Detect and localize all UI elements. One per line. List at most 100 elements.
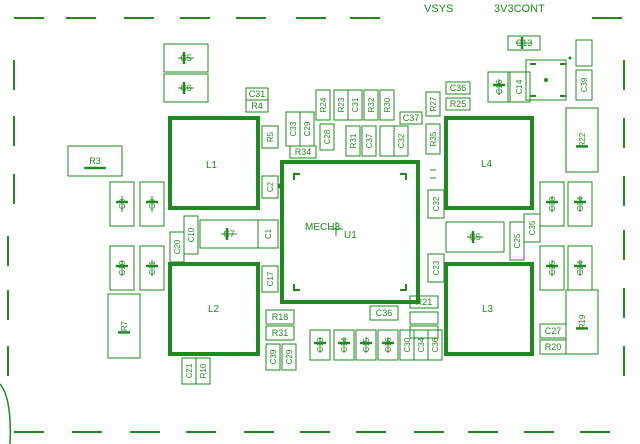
inductor-l4-label: L4 [481, 159, 493, 170]
capacitor-c7-10: C7 [199, 219, 259, 249]
capacitor-label: C6 [180, 83, 192, 93]
capacitor-c29-22: C29 [281, 343, 297, 371]
capacitor-label: C25 [513, 233, 522, 248]
capacitor-label: C34 [417, 337, 426, 352]
resistor-label: R10 [199, 363, 208, 378]
inductor-l1: L1 [168, 116, 260, 210]
capacitor-label: C32 [432, 196, 441, 211]
inductor-l3-label: L3 [482, 304, 494, 315]
resistor-r25-40: R25 [445, 97, 471, 111]
capacitor-c36-39: C36 [445, 81, 471, 95]
capacitor-c37-36: C37 [399, 111, 423, 125]
capacitor-c29-24: C29 [299, 111, 315, 147]
resistor-label: R23 [337, 97, 346, 112]
capacitor-label: C27 [545, 326, 562, 336]
capacitor-c17-16: C17 [261, 265, 279, 293]
capacitor-c33-23: C33 [285, 111, 301, 147]
capacitor-c21-19: C21 [181, 357, 197, 385]
resistor-r7-9: R7 [107, 293, 141, 359]
resistor-label: R24 [319, 97, 328, 112]
inductor-l4: L4 [444, 116, 534, 210]
capacitor-label: C29 [303, 121, 312, 136]
capacitor-label: C11 [148, 260, 157, 275]
resistor-r18-17: R18 [265, 309, 295, 325]
capacitor-c36-57: C36 [369, 305, 399, 321]
capacitor-c23-55: C23 [427, 253, 445, 283]
capacitor-c31-29: C31 [347, 89, 363, 121]
capacitor-c10-12: C10 [183, 215, 199, 255]
resistor-label: R4 [251, 101, 263, 111]
resistor-r30-31: R30 [379, 89, 395, 121]
resistor-label: R34 [295, 147, 312, 157]
capacitor-c37-33: C37 [361, 125, 377, 157]
capacitor-label: C7 [223, 229, 235, 239]
capacitor-label: C39 [269, 349, 278, 364]
capacitor-label: C33 [289, 121, 298, 136]
capacitor-c31-1: C31 [245, 87, 269, 101]
board-corner-arc [0, 383, 12, 444]
capacitor-label: C10 [118, 260, 127, 275]
resistor-r32-30: R32 [363, 89, 379, 121]
capacitor-label: C32 [397, 133, 406, 148]
capacitor-c24-50: C24 [567, 245, 593, 291]
capacitor-c35-52: C35 [523, 213, 541, 243]
capacitor-label: C2 [266, 181, 275, 192]
capacitor-label: C37 [403, 113, 420, 123]
capacitor-c15-65: C15 [355, 329, 377, 361]
resistor-label: R19 [578, 314, 587, 329]
resistor-label: R27 [429, 96, 438, 111]
resistor--42 [575, 39, 593, 67]
capacitor-c36-69: C36 [427, 329, 443, 361]
capacitor-label: C5 [469, 232, 481, 242]
resistor-r10-20: R10 [195, 357, 211, 385]
resistor-r4-0: R4 [245, 99, 269, 113]
capacitor-c16-66: C16 [377, 329, 399, 361]
capacitor-label: C28 [323, 129, 332, 144]
capacitor-label: C31 [249, 89, 266, 99]
capacitor-label: C36 [450, 83, 467, 93]
capacitor-c25-51: C25 [509, 221, 525, 261]
capacitor-c8-5: C8 [109, 181, 135, 227]
capacitor-c34-48: C34 [567, 181, 593, 227]
capacitor-c32-35: C32 [393, 125, 409, 157]
resistor-label: R22 [578, 132, 587, 147]
regulator-3v3cont [525, 56, 572, 101]
capacitor-label: C16 [384, 337, 393, 352]
mech3-label: MECH3 [305, 222, 340, 233]
capacitor-label: C39 [580, 77, 589, 92]
capacitor-label: C17 [266, 271, 275, 286]
inductor-l2: L2 [168, 262, 260, 356]
capacitor-label: C9 [148, 198, 157, 209]
resistor-label: R5 [266, 131, 275, 142]
resistor-r34-25: R34 [289, 145, 317, 159]
capacitor-c39-21: C39 [265, 343, 281, 371]
resistor-label: R7 [120, 320, 129, 331]
net-label-vsys: VSYS [424, 3, 453, 15]
capacitor-c6-4: C6 [163, 73, 209, 103]
resistor-r23-28: R23 [333, 89, 349, 121]
capacitor-label: C35 [528, 220, 537, 235]
capacitor-label: C16 [495, 79, 504, 94]
capacitor-c14-44: C14 [507, 71, 531, 103]
resistor-label: R35 [429, 131, 438, 146]
capacitor-label: C14 [340, 337, 349, 352]
capacitor-label: C31 [351, 97, 360, 112]
capacitor-c5-3: C5 [163, 43, 209, 73]
inductor-l2-label: L2 [208, 304, 220, 315]
resistor-label: R20 [545, 342, 562, 352]
resistor-label: R3 [89, 156, 101, 166]
resistor--34 [379, 125, 395, 157]
capacitor-c25-49: C25 [539, 245, 565, 291]
resistor-label: R18 [272, 312, 289, 322]
resistor-r35-38: R35 [425, 123, 441, 155]
capacitor-label: C8 [118, 198, 127, 209]
resistor-r3-2: R3 [67, 145, 123, 177]
inductor-l3: L3 [444, 262, 534, 356]
ic-u1 [277, 160, 420, 304]
capacitor-c11-8: C11 [139, 245, 165, 291]
resistor-r22-46: R22 [565, 107, 599, 173]
resistor--58 [409, 311, 439, 325]
ic-u1-label: U1 [344, 230, 357, 241]
capacitor-label: C34 [576, 196, 585, 211]
